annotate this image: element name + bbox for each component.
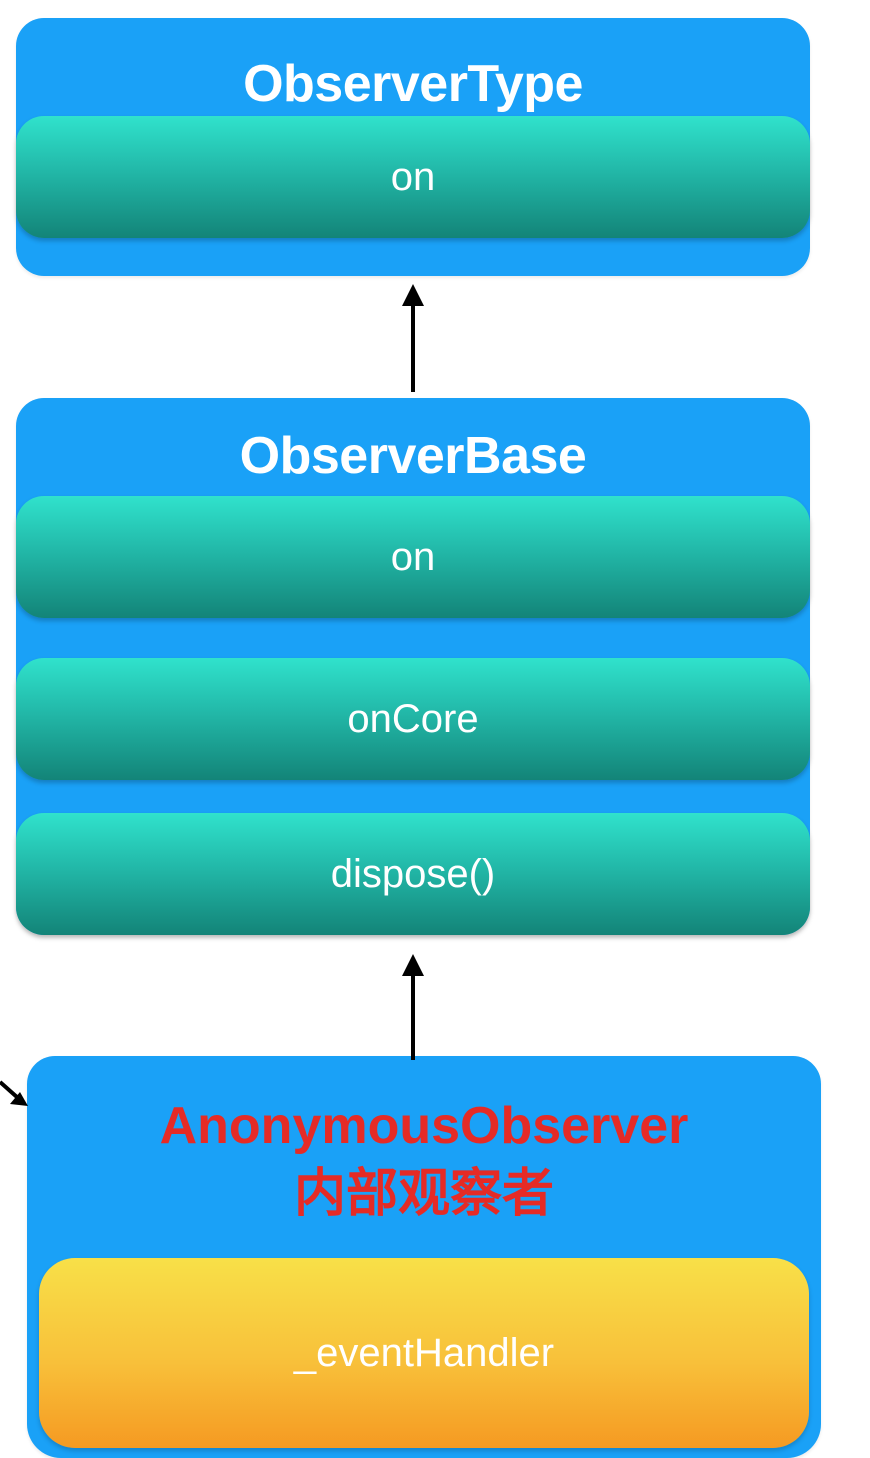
observer-base-method-dispose: dispose() — [16, 813, 810, 935]
observer-base-method-on: on — [16, 496, 810, 618]
arrow-base-to-type — [402, 284, 424, 392]
arrow-incoming-left — [0, 1080, 28, 1106]
arrow-anonymous-to-base — [402, 954, 424, 1060]
anonymous-observer-subtitle: 内部观察者 — [293, 1164, 554, 1224]
observer-base-method-oncore: onCore — [16, 658, 810, 780]
observer-type-method-on: on — [16, 116, 810, 238]
observer-base-box: ObserverBase on onCore dispose() — [16, 398, 810, 935]
anonymous-observer-box: AnonymousObserver 内部观察者 _eventHandler — [27, 1056, 821, 1458]
observer-base-title: ObserverBase — [239, 427, 587, 485]
observer-type-box: ObserverType on — [16, 18, 810, 276]
anonymous-observer-member-event-handler: _eventHandler — [39, 1258, 809, 1448]
observer-type-title: ObserverType — [243, 55, 583, 113]
anonymous-observer-title: AnonymousObserver — [159, 1097, 689, 1155]
